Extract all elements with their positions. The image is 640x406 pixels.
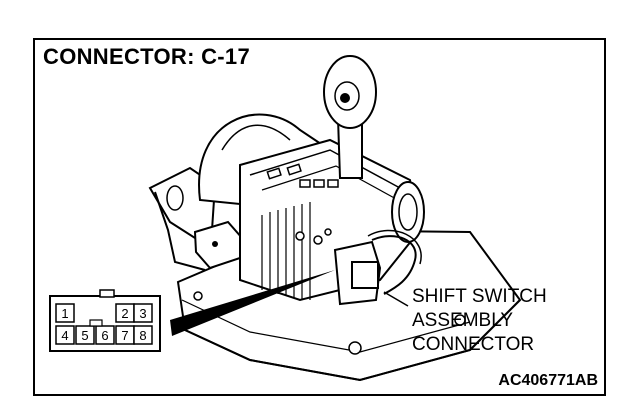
pin-cell (133, 325, 153, 345)
image-code: AC406771AB (498, 372, 598, 389)
pin-number: 6 (101, 328, 108, 343)
connector-pointer-wedge (170, 270, 335, 336)
pin-number: 4 (61, 328, 68, 343)
pin-cell (95, 325, 115, 345)
callout-line-2: ASSEMBLY (412, 310, 514, 331)
pin-number: 8 (139, 328, 146, 343)
callout-line-1: SHIFT SWITCH (412, 286, 547, 307)
connector-title: CONNECTOR: C-17 (43, 44, 251, 69)
pin-cell (55, 325, 75, 345)
pin-cell (55, 303, 75, 323)
pin-cell (75, 325, 95, 345)
pin-number: 1 (61, 306, 68, 321)
pin-number: 7 (121, 328, 128, 343)
switch-connector (351, 261, 379, 289)
pin-number: 3 (139, 306, 146, 321)
pin-cell (133, 303, 153, 323)
pin-number: 5 (81, 328, 88, 343)
connector-face-view: 1 2 3 4 5 6 7 8 (49, 289, 161, 352)
callout-leader (383, 291, 409, 307)
callout-line-3: CONNECTOR (412, 334, 535, 355)
pin-number: 2 (121, 306, 128, 321)
